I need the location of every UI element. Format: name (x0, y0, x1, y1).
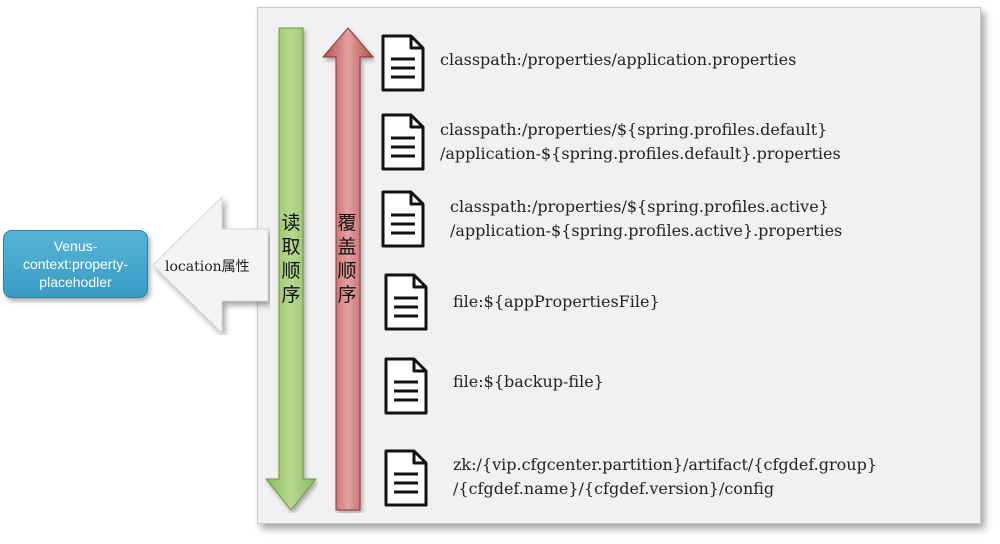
file-entry-2: classpath:/properties/${spring.profiles.… (440, 118, 841, 166)
file-entry-2-line1: classpath:/properties/${spring.profiles.… (440, 120, 828, 139)
sources-panel (257, 7, 981, 524)
file-entry-6-line1: zk:/{vip.cfgcenter.partition}/artifact/{… (453, 455, 878, 474)
override-order-arrow (321, 27, 375, 511)
file-entry-4-line1: file:${appPropertiesFile} (453, 292, 660, 311)
file-icon (384, 449, 428, 507)
file-entry-5: file:${backup-file} (453, 370, 604, 394)
file-icon (381, 190, 425, 248)
file-entry-2-line2: /application-${spring.profiles.default}.… (440, 144, 841, 163)
location-arrow (152, 195, 269, 335)
file-entry-3-line2: /application-${spring.profiles.active}.p… (450, 221, 843, 240)
file-entry-1-line1: classpath:/properties/application.proper… (440, 50, 797, 69)
file-entry-4: file:${appPropertiesFile} (453, 290, 660, 314)
file-icon (384, 357, 428, 415)
file-entry-1: classpath:/properties/application.proper… (440, 48, 796, 72)
file-entry-3-line1: classpath:/properties/${spring.profiles.… (450, 197, 829, 216)
venus-placeholder-label: Venus-context:property-placehodler (22, 238, 129, 290)
file-entry-5-line1: file:${backup-file} (453, 372, 604, 391)
file-entry-3: classpath:/properties/${spring.profiles.… (450, 195, 842, 243)
file-entry-6-line2: /{cfgdef.name}/{cfgdef.version}/config (453, 479, 775, 498)
file-icon (381, 34, 425, 92)
location-attribute-label: location属性 (165, 259, 250, 275)
read-order-label: 读取顺序 (281, 212, 301, 306)
venus-placeholder-node: Venus-context:property-placehodler (3, 230, 148, 298)
file-entry-6: zk:/{vip.cfgcenter.partition}/artifact/{… (453, 453, 877, 501)
file-icon (381, 113, 425, 171)
read-order-arrow (264, 27, 318, 511)
file-icon (384, 273, 428, 331)
override-order-label: 覆盖顺序 (337, 212, 357, 306)
